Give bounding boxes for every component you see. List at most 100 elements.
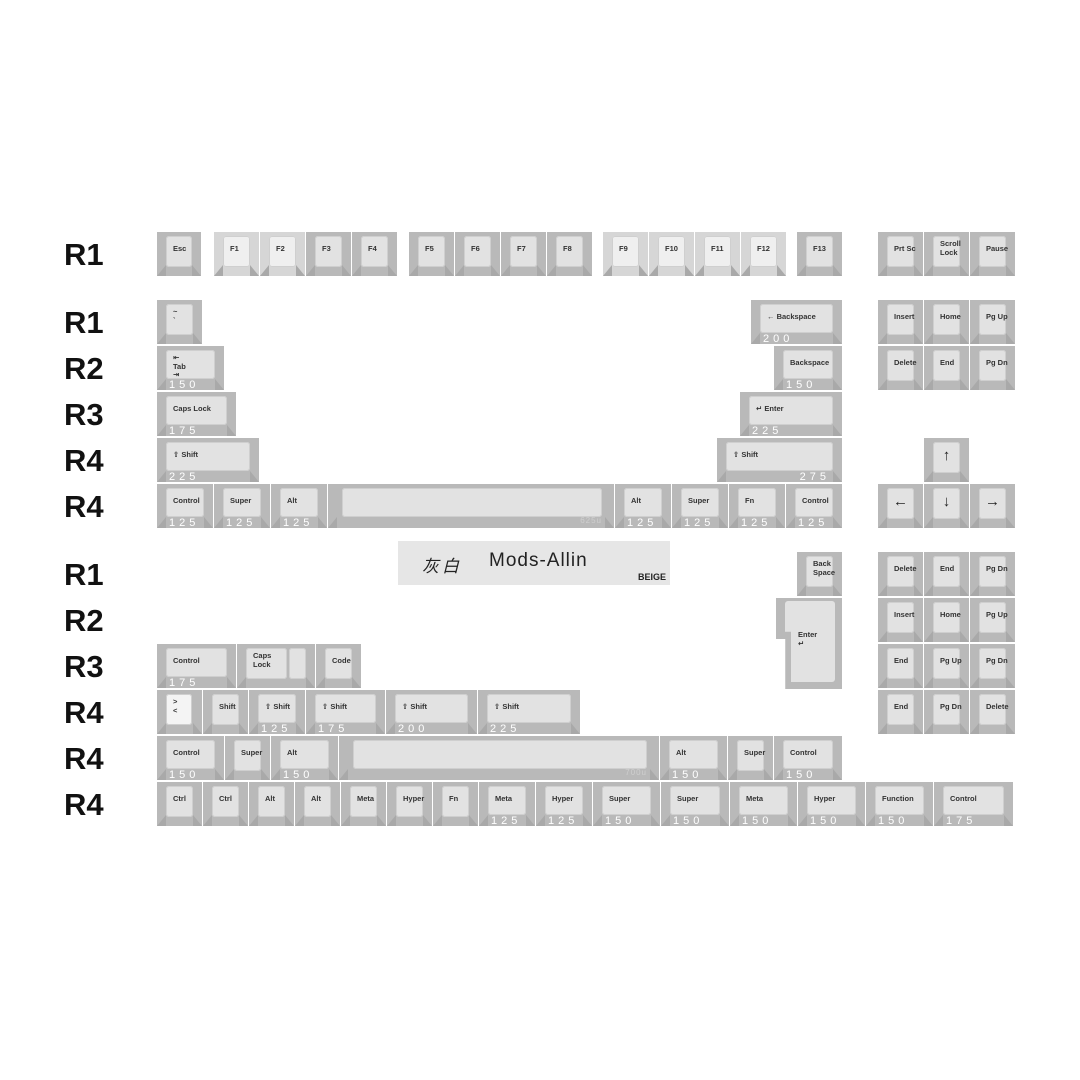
keycap-insert[interactable]: Insert	[878, 300, 924, 345]
keycap-f10[interactable]: F10	[649, 232, 695, 277]
keycap-f11[interactable]: F11	[695, 232, 741, 277]
keycap-scroll-lock[interactable]: Scroll Lock	[924, 232, 970, 277]
keycap-alt[interactable]: Alt	[249, 782, 295, 827]
keycap-pg-dn[interactable]: Pg Dn	[924, 690, 970, 735]
keycap-pg-up[interactable]: Pg Up	[970, 300, 1016, 345]
keycap-home[interactable]: Home	[924, 598, 970, 643]
keycap-pg-up[interactable]: Pg Up	[924, 644, 970, 689]
keycap-back-space[interactable]: Back Space	[797, 552, 843, 597]
keycap-legend: ↑	[942, 447, 951, 464]
keycap-legend: Alt	[676, 748, 686, 757]
keycap-legend: F2	[276, 244, 285, 253]
keycap-end[interactable]: End	[924, 346, 970, 391]
keycap-hyper[interactable]: Hyper	[387, 782, 433, 827]
keycap-f5[interactable]: F5	[409, 232, 455, 277]
keycap-tab[interactable]: ⇤ Tab ⇥150	[157, 346, 225, 391]
keycap-f8[interactable]: F8	[547, 232, 593, 277]
keycap-legend: Super	[230, 496, 252, 505]
keycap-delete[interactable]: Delete	[970, 690, 1016, 735]
keycap-f7[interactable]: F7	[501, 232, 547, 277]
keycap-f1[interactable]: F1	[214, 232, 260, 277]
keycap-pg-dn[interactable]: Pg Dn	[970, 552, 1016, 597]
keycap-unit-size: 225	[752, 425, 783, 437]
keycap-insert[interactable]: Insert	[878, 598, 924, 643]
keycap-meta[interactable]: Meta	[341, 782, 387, 827]
keycap-legend: ↵ Enter	[756, 404, 784, 413]
keycap-legend: ⇤ Tab ⇥	[173, 353, 186, 380]
keycap-legend: ⇧ Shift	[494, 702, 520, 711]
keycap-symbol[interactable]: ←	[878, 484, 924, 529]
keycap-spacebar[interactable]: 700u	[339, 736, 660, 781]
keycap-symbol[interactable]: > <	[157, 690, 203, 735]
keycap-legend: Fn	[449, 794, 459, 803]
keycap-prt-sc[interactable]: Prt Sc	[878, 232, 924, 277]
keycap-f12[interactable]: F12	[741, 232, 787, 277]
keycap-pg-dn[interactable]: Pg Dn	[970, 644, 1016, 689]
keycap-shift[interactable]: Shift	[203, 690, 249, 735]
keycap-f6[interactable]: F6	[455, 232, 501, 277]
keycap-f3[interactable]: F3	[306, 232, 352, 277]
keycap-delete[interactable]: Delete	[878, 346, 924, 391]
keycap-legend: Alt	[287, 748, 297, 757]
keycap-end[interactable]: End	[878, 644, 924, 689]
keycap-ctrl[interactable]: Ctrl	[157, 782, 203, 827]
keycap-symbol[interactable]: →	[970, 484, 1016, 529]
keycap-f2[interactable]: F2	[260, 232, 306, 277]
keycap-symbol[interactable]: ↓	[924, 484, 970, 529]
keycap-symbol[interactable]: ~ `	[157, 300, 203, 345]
keycap-enter[interactable]: ↵ Enter 225	[740, 392, 843, 437]
keycap-spacebar[interactable]: 625u	[328, 484, 615, 529]
row-label: R4	[64, 443, 104, 478]
keycap-f9[interactable]: F9	[603, 232, 649, 277]
keycap-alt[interactable]: Alt	[295, 782, 341, 827]
keycap-delete[interactable]: Delete	[878, 552, 924, 597]
keycap-iso-enter[interactable]: Enter ↵	[776, 598, 842, 689]
keycap-pg-dn[interactable]: Pg Dn	[970, 346, 1016, 391]
keycap-end[interactable]: End	[924, 552, 970, 597]
keycap-symbol[interactable]: ↑	[924, 438, 970, 483]
keycap-pg-up[interactable]: Pg Up	[970, 598, 1016, 643]
keycap-esc[interactable]: Esc	[157, 232, 202, 277]
keycap-f4[interactable]: F4	[352, 232, 398, 277]
keycap-caps-lock[interactable]: Caps Lock	[237, 644, 316, 689]
keycap-home[interactable]: Home	[924, 300, 970, 345]
keycap-fn[interactable]: Fn	[433, 782, 479, 827]
keycap-unit-size: 275	[799, 471, 830, 483]
keycap-pause[interactable]: Pause	[970, 232, 1016, 277]
keycap-f13[interactable]: F13	[797, 232, 843, 277]
keycap-code[interactable]: Code	[316, 644, 362, 689]
keycap-super[interactable]: Super	[225, 736, 271, 781]
keycap-ctrl[interactable]: Ctrl	[203, 782, 249, 827]
keycap-end[interactable]: End	[878, 690, 924, 735]
keycap-super[interactable]: Super	[728, 736, 774, 781]
